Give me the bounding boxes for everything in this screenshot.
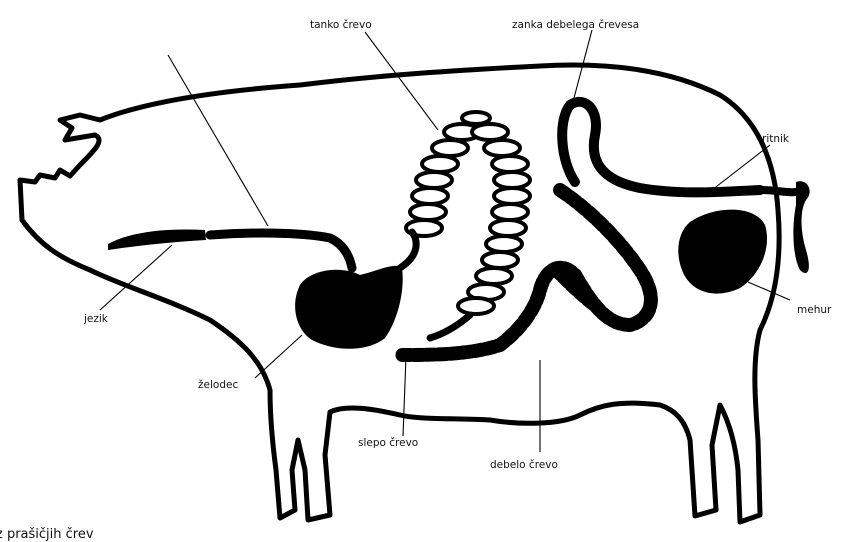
label-zelodec: želodec [198,379,238,391]
label-jezik: jezik [83,313,109,325]
small-intestine-coils [406,112,530,314]
tongue-shape [108,230,206,250]
label-mehur: mehur [797,304,832,316]
label-ritnik: ritnik [762,133,790,145]
rectum-shape [760,190,800,192]
bladder-shape [678,210,767,294]
label-tanko-crevo: tanko črevo [310,19,372,31]
ileum-shape [430,315,470,338]
figure-caption: z prašičjih črev [0,527,94,542]
colon-loop-shape [562,102,760,193]
duodenum-shape [400,232,416,268]
esophagus-shape [210,233,352,268]
label-debelo-crevo: debelo črevo [490,459,558,471]
label-zanka-debelega-creva: zanka debelega črevesa [512,19,639,31]
label-slepo-crevo: slepo črevo [358,437,418,449]
stomach-shape [295,266,403,349]
